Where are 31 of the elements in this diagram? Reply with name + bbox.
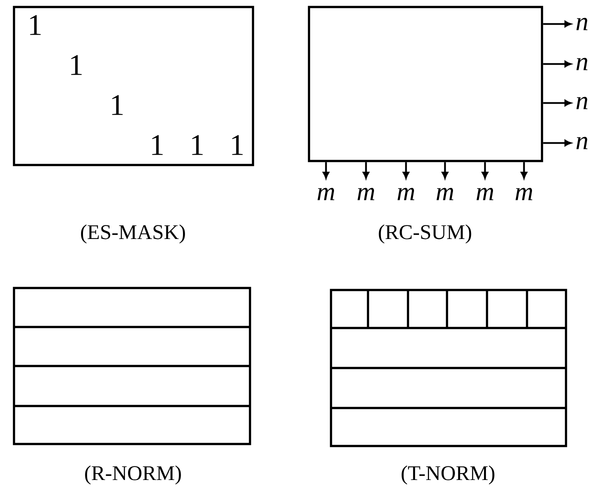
matrix-entry: 1 [112,95,123,115]
arrow [543,140,572,146]
matrix-box [308,6,544,162]
matrix-entry: 1 [30,15,41,35]
dimension-symbol: n [576,136,588,150]
arrow [362,162,370,179]
matrix-entry: 1 [232,135,243,155]
arrow [402,162,410,179]
dimension-symbol: m [318,188,334,200]
dimension-symbol: m [516,188,532,200]
arrow [520,162,528,179]
arrow [543,60,572,68]
dimension-symbol: n [576,18,588,30]
arrow [543,20,572,28]
caption: (T-NORM) [402,466,494,484]
dimension-symbol: m [398,188,414,200]
matrix-entry: 1 [71,55,82,75]
arrow [322,162,330,179]
caption: (R-NORM) [85,466,181,484]
matrix-entry: 1 [152,135,163,155]
dimension-symbol: m [358,188,374,200]
arrow [442,162,448,179]
matrix-entry: 1 [192,135,203,155]
dimension-symbol: m [476,188,494,200]
arrow [543,100,572,106]
arrow [482,162,488,179]
dimension-symbol: n [576,96,588,110]
dimension-symbol: m [436,188,454,200]
dimension-symbol: n [576,58,588,70]
caption: (ES-MASK) [81,224,185,244]
caption: (RC-SUM) [378,224,472,244]
